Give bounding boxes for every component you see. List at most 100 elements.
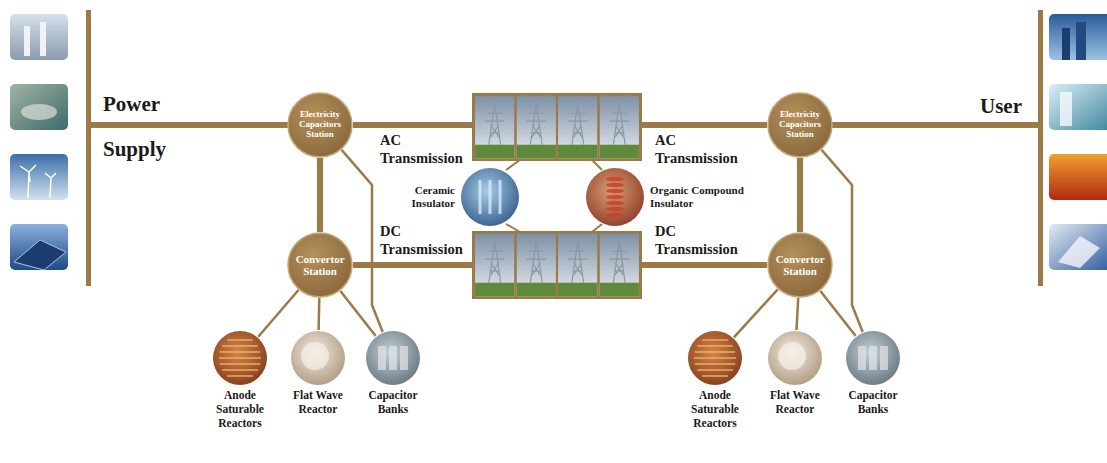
label-text: DC Transmission — [380, 222, 463, 258]
power-line — [797, 298, 799, 330]
insulator-circle: Ceramic Insulator — [412, 167, 520, 227]
circle-shape — [212, 330, 268, 386]
reactor-circle: Flat Wave Reactor — [282, 330, 354, 417]
circle-fill — [366, 331, 420, 385]
circle-fill — [768, 93, 832, 157]
station-circle: Electricity Capacitors Station — [287, 92, 353, 158]
node-text: Flat Wave Reactor — [759, 389, 831, 417]
tower-panel — [600, 96, 639, 159]
label-text: AC Transmission — [655, 131, 738, 167]
node-text: Anode Saturable Reactors — [679, 389, 751, 430]
line-label: DC Transmission — [380, 222, 463, 258]
tower-panel — [517, 96, 556, 159]
wind-thumbnail — [10, 154, 68, 200]
circle-picture — [301, 342, 329, 370]
circle-fill — [688, 331, 742, 385]
node-text: Flat Wave Reactor — [282, 389, 354, 417]
building — [1062, 28, 1070, 60]
power-line — [820, 291, 855, 336]
capacitor-circle: Capacitor Banks — [357, 330, 429, 417]
industry-thumbnail — [1049, 154, 1107, 200]
circle-shape — [845, 330, 901, 386]
circle-picture — [480, 180, 500, 214]
supply-bar — [86, 10, 91, 286]
chimney — [40, 22, 46, 56]
line-label: AC Transmission — [380, 131, 463, 167]
device-shape — [1058, 236, 1100, 268]
power-line — [342, 150, 383, 332]
circle-fill — [586, 168, 644, 226]
solar-thumbnail — [10, 224, 68, 270]
node-text: Convertor Station — [296, 253, 345, 277]
solar-panel — [14, 240, 66, 270]
node-text: Organic Compound Insulator — [650, 184, 762, 210]
tower-panel — [558, 96, 597, 159]
building — [1076, 22, 1086, 60]
plant-thumbnail — [10, 14, 68, 60]
wind-turbine — [20, 165, 56, 198]
building — [1060, 92, 1072, 126]
side-label: Power Supply — [103, 82, 166, 172]
circle-picture — [858, 346, 888, 370]
circle-fill — [768, 331, 822, 385]
circle-shape — [767, 330, 823, 386]
node-text: Convertor Station — [776, 253, 825, 277]
capacitor-circle: Capacitor Banks — [837, 330, 909, 417]
circle-picture — [606, 177, 624, 217]
node-text: Electricity Capacitors Station — [779, 110, 821, 140]
insulator-circle: Organic Compound Insulator — [585, 167, 762, 227]
circle-picture — [219, 340, 261, 376]
reactor-circle: Anode Saturable Reactors — [679, 330, 751, 430]
supply-line — [88, 122, 300, 128]
station-circle: Convertor Station — [287, 232, 353, 298]
label-text: AC Transmission — [380, 131, 463, 167]
label-text: User — [980, 93, 1022, 119]
circle-fill — [768, 233, 832, 297]
power-line — [317, 298, 320, 330]
node-text: Electricity Capacitors Station — [299, 110, 341, 140]
power-line — [734, 289, 778, 337]
circle-picture — [694, 340, 736, 376]
node-text: Capacitor Banks — [357, 389, 429, 417]
circle-shape — [585, 167, 645, 227]
line-label: DC Transmission — [655, 222, 738, 258]
circle-shape — [460, 167, 520, 227]
circle-picture — [778, 342, 806, 370]
device-thumbnail — [1049, 224, 1107, 270]
dc-tower-strip — [472, 231, 642, 299]
city-thumbnail — [1049, 14, 1107, 60]
tower-panel — [475, 96, 514, 159]
node-text: Anode Saturable Reactors — [204, 389, 276, 430]
label-text: Power Supply — [103, 82, 166, 172]
tower-panel — [558, 234, 597, 297]
power-line — [340, 291, 375, 336]
insulator-link — [592, 160, 602, 170]
tower-panel — [475, 234, 514, 297]
circle-fill — [461, 168, 519, 226]
power-line — [317, 158, 323, 232]
node-text: Ceramic Insulator — [412, 184, 455, 210]
circle-picture — [378, 346, 408, 370]
chimney — [24, 26, 30, 56]
circle-fill — [288, 93, 352, 157]
insulator-link — [506, 224, 520, 232]
tower-panel — [517, 234, 556, 297]
circle-fill — [213, 331, 267, 385]
circle-shape — [687, 330, 743, 386]
circle-shape — [290, 330, 346, 386]
ac-tower-strip — [472, 93, 642, 161]
user-bar — [1038, 10, 1043, 286]
user-thumbnail — [1049, 84, 1107, 130]
circle-fill — [846, 331, 900, 385]
circle-fill — [288, 233, 352, 297]
reactor-circle: Flat Wave Reactor — [759, 330, 831, 417]
station-circle: Electricity Capacitors Station — [767, 92, 833, 158]
plant-shape — [21, 104, 57, 120]
power-line — [258, 290, 298, 337]
plant-thumbnail — [10, 84, 68, 130]
node-text: Capacitor Banks — [837, 389, 909, 417]
